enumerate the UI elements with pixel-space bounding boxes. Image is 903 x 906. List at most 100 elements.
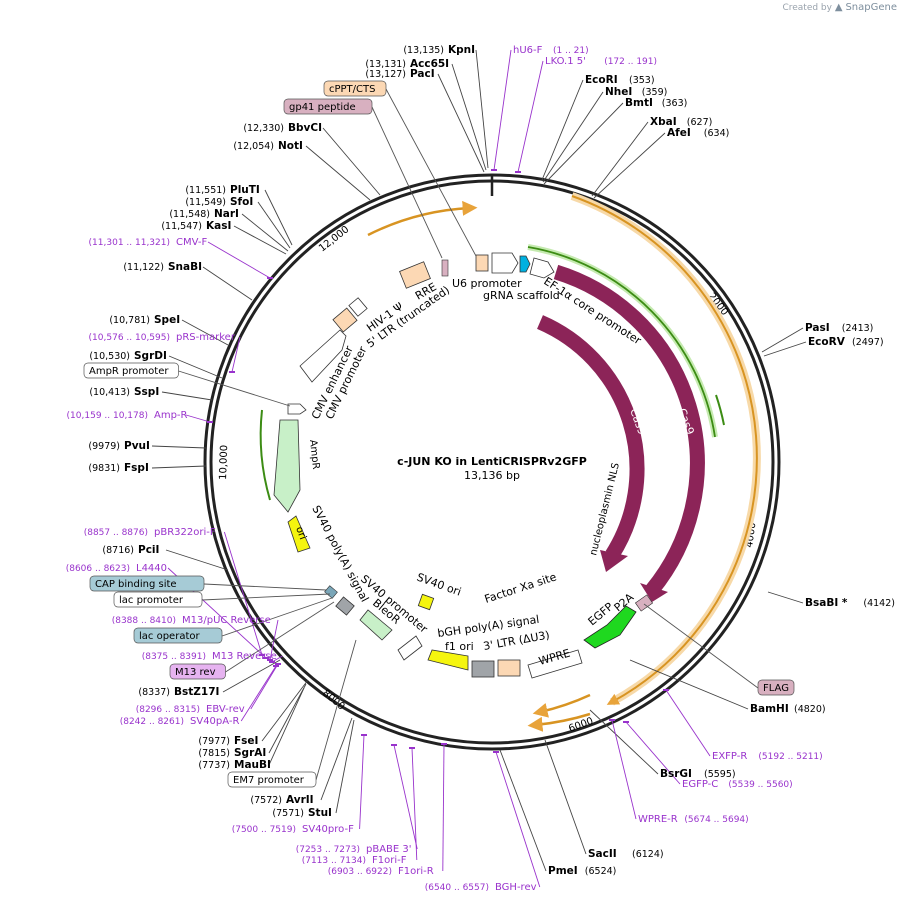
primer-range: (8606 .. 8623) — [66, 564, 130, 574]
enzyme-site: PasI(2413) — [805, 322, 873, 334]
feature-box — [323, 80, 387, 97]
enzyme-leader — [763, 341, 807, 357]
enzyme-leader — [257, 201, 291, 249]
enzyme-name: BstZ17I — [174, 686, 219, 698]
feature-box-label: gp41 peptide — [283, 98, 373, 115]
green-arc — [527, 246, 716, 438]
enzyme-site: (10,781)SpeI — [109, 314, 180, 326]
enzyme-name: PmeI — [548, 865, 578, 877]
outer-feature-arcs — [367, 192, 761, 732]
enzyme-leader — [475, 49, 489, 169]
enzyme-leader — [589, 709, 659, 775]
feature-box — [283, 98, 373, 115]
enzyme-name: SgrDI — [134, 350, 167, 362]
enzyme-position: (4142) — [863, 598, 895, 609]
enzyme-position: (11,551) — [185, 185, 226, 196]
tick-label-10000: 10,000 — [218, 445, 230, 480]
enzyme-name: Acc65I — [410, 58, 449, 70]
primer-site: (8242 .. 8261)SV40pA-R — [120, 716, 240, 727]
f1ori-block — [471, 660, 495, 678]
enzyme-leader — [767, 591, 804, 604]
primer-site: (7253 .. 7273)pBABE 3' — [296, 844, 412, 855]
primer-name: CMV-F — [176, 237, 207, 248]
primer-range: (11,301 .. 11,321) — [89, 238, 170, 248]
enzyme-position: (2413) — [842, 323, 874, 334]
enzyme-position: (7572) — [250, 795, 282, 806]
primer-range: (5539 .. 5560) — [728, 780, 792, 790]
primer-range: (1 .. 21) — [553, 46, 589, 56]
top-blocks — [475, 252, 555, 279]
enzyme-site: (11,548)NarI — [169, 208, 239, 220]
enzyme-leader — [151, 465, 207, 469]
enzyme-position: (13,135) — [403, 45, 444, 56]
cas9-arcs: Cas9 Cas9 — [537, 264, 705, 602]
psi-block — [348, 297, 368, 317]
feature-box-text: M13 rev — [175, 667, 216, 678]
primer-name: L4440 — [136, 563, 167, 574]
primer-site: (6540 .. 6557)BGH-rev — [425, 882, 537, 893]
enzyme-position: (9831) — [88, 463, 120, 474]
primer-site: (11,301 .. 11,321) CMV-F — [89, 237, 208, 248]
feature-box-label: AmpR promoter — [83, 362, 179, 379]
enzyme-leader — [268, 683, 307, 754]
feature-box-text: cPPT/CTS — [329, 84, 375, 95]
primer-name: BGH-rev — [495, 882, 537, 893]
enzyme-name: PluTI — [230, 184, 260, 196]
enzyme-site: (7977)FseI — [198, 735, 258, 747]
enzyme-name: BbvCI — [288, 122, 322, 134]
enzyme-name: EcoRV — [808, 336, 846, 348]
feature-box-text: lac promoter — [119, 595, 184, 606]
feature-box-text: EM7 promoter — [233, 775, 305, 786]
cas9-arc-inner — [537, 315, 645, 560]
enzyme-position: (6124) — [632, 849, 664, 860]
enzyme-site: (12,054)NotI — [233, 140, 303, 152]
enzyme-site: NheI(359) — [605, 86, 667, 98]
p2a-block — [634, 594, 654, 612]
primer-name: pRS-marker — [176, 332, 236, 343]
enzyme-site: AfeI(634) — [667, 127, 729, 139]
small-orange-arc-2 — [527, 712, 591, 732]
leader-lines — [151, 49, 807, 888]
enzyme-site: (10,530)SgrDI — [89, 350, 167, 362]
enzyme-name: NheI — [605, 86, 632, 98]
enzyme-name: SnaBI — [168, 261, 202, 273]
enzyme-leader — [305, 145, 371, 201]
feature-box — [169, 663, 226, 680]
enzyme-site: (13,135)KpnI — [403, 44, 475, 56]
label-ampr: AmpR — [307, 439, 321, 470]
enzyme-name: SpeI — [154, 314, 180, 326]
enzyme-name: PvuI — [124, 440, 150, 452]
primer-name: SV40pA-R — [190, 716, 239, 727]
snapgene-credit: Created by ▲ SnapGene — [782, 2, 897, 13]
cas9-arc-outer — [553, 264, 705, 595]
enzyme-site: (7571)StuI — [272, 807, 332, 819]
cppt-block — [475, 254, 489, 272]
enzyme-name: StuI — [308, 807, 332, 819]
enzyme-leader — [544, 739, 587, 855]
enzyme-leader — [320, 717, 353, 801]
cmv-block — [299, 329, 347, 383]
feature-box — [83, 362, 179, 379]
enzyme-name: PciI — [138, 544, 159, 556]
feature-box — [757, 679, 795, 696]
enzyme-name: AfeI — [667, 127, 691, 139]
enzyme-position: (9979) — [88, 441, 120, 452]
ampr-block — [273, 419, 301, 513]
enzyme-site: (10,413)SspI — [89, 386, 159, 398]
enzyme-leader — [261, 679, 309, 742]
enzyme-site: (13,127)PacI — [365, 68, 434, 80]
enzyme-site: XbaI(627) — [650, 116, 712, 128]
primer-site: LKO.1 5' (172 .. 191) — [545, 56, 657, 67]
feature-box-leader — [315, 639, 357, 781]
enzyme-position: (363) — [662, 98, 688, 109]
primer-name: pBR322ori-F — [154, 527, 216, 538]
primer-site: (8296 .. 8315)EBV-rev — [136, 704, 245, 715]
primer-range: (172 .. 191) — [604, 57, 657, 67]
enzyme-site: EcoRI(353) — [585, 74, 655, 86]
primer-name: F1ori-R — [398, 866, 434, 877]
top-orange-arc — [367, 200, 478, 237]
grna-block — [519, 255, 531, 273]
feature-box-label: M13 rev — [169, 663, 226, 680]
primer-range: (8296 .. 8315) — [136, 705, 200, 715]
primer-name: LKO.1 5' — [545, 56, 586, 67]
